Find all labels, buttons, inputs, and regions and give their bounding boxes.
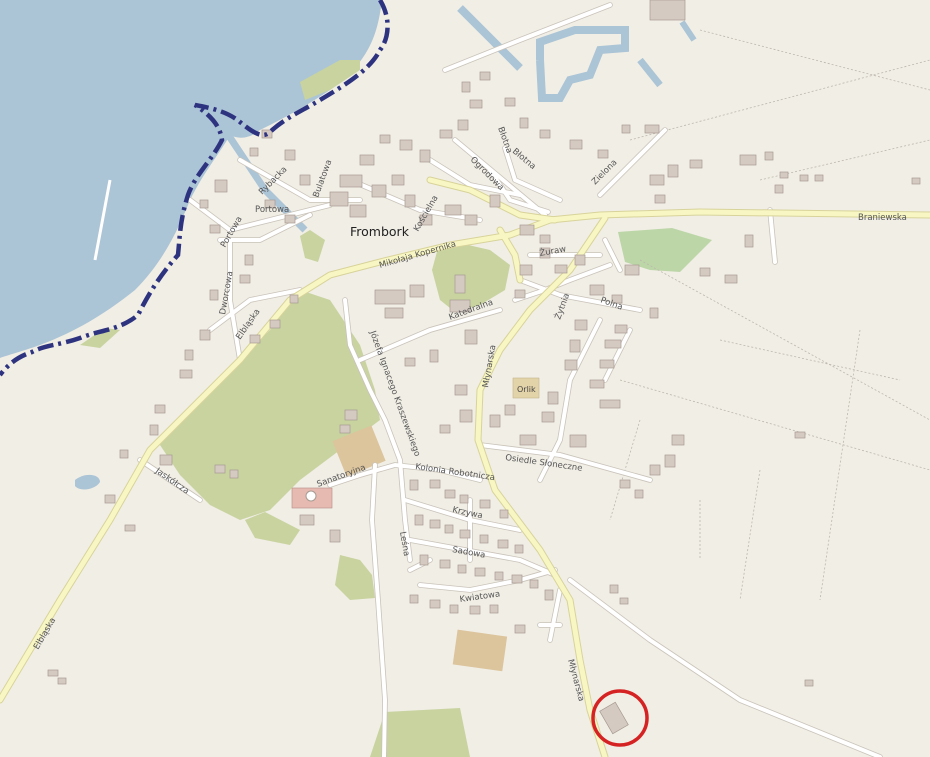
green-rybacka <box>300 230 325 262</box>
fishpond-canal-2 <box>536 26 629 102</box>
green-sanatorium <box>245 512 300 545</box>
green-strip <box>80 328 120 348</box>
fishpond-canal-1 <box>457 5 523 71</box>
sports-pitch-1 <box>332 425 386 477</box>
park-upper <box>432 242 510 312</box>
town-label: Frombork <box>350 224 410 239</box>
park-large <box>160 290 380 520</box>
orlik-label: Orlik <box>517 385 536 394</box>
fishpond-canal-4 <box>679 20 697 42</box>
green-top <box>300 60 360 100</box>
street-label-lesna: Leśna <box>397 531 412 557</box>
main-roads <box>0 177 930 757</box>
pond-left <box>75 474 100 490</box>
sports-pitch-2 <box>452 629 508 672</box>
street-label-braniewska: Braniewska <box>858 213 907 223</box>
lagoon-water <box>0 0 382 358</box>
green-kolonia <box>335 555 375 600</box>
sanatorium-roundabout <box>305 490 317 502</box>
street-label-portowa-b: Portowa <box>255 205 289 215</box>
highlight-circle-marker[interactable] <box>591 689 649 747</box>
fishpond-canal-3 <box>637 57 663 88</box>
minor-roads <box>138 3 882 757</box>
orlik-pitch <box>512 377 540 399</box>
breakwater <box>93 179 112 261</box>
green-south <box>370 708 470 757</box>
street-label-zuraw: Żuraw <box>539 243 567 259</box>
admin-boundary <box>0 0 390 377</box>
buildings <box>47 0 921 735</box>
